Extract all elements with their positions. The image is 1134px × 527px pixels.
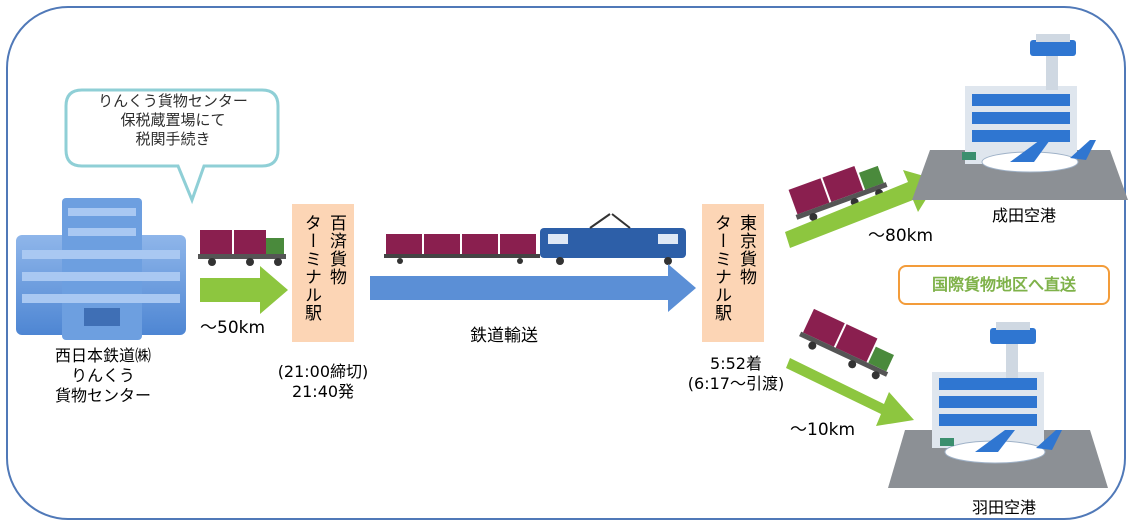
truck-to-haneda-icon	[799, 308, 894, 380]
origin-line-2: りんくう	[71, 366, 135, 385]
haneda-label: 羽田空港	[972, 498, 1037, 517]
haneda-airport-icon	[888, 322, 1108, 488]
freight-train-icon	[384, 213, 686, 265]
warehouse-building-icon	[16, 198, 186, 340]
station-hyakusai-times: (21:00締切) 21:40発	[258, 362, 388, 402]
road-arrow-haneda	[786, 358, 914, 426]
customs-bubble-text: りんくう貨物センター 保税蔵置場にて 税関手続き	[64, 92, 282, 149]
bubble-line-3: 税関手続き	[135, 130, 211, 148]
origin-line-3: 貨物センター	[54, 386, 151, 405]
container-truck-icon	[198, 230, 286, 266]
departure-time: 21:40発	[291, 382, 355, 401]
narita-label: 成田空港	[992, 206, 1057, 225]
narita-airport-icon	[912, 34, 1128, 200]
distance-haneda: 〜10km	[790, 420, 856, 440]
distance-narita: 〜80km	[868, 226, 934, 246]
bubble-line-1: りんくう貨物センター	[98, 92, 248, 110]
rail-arrow	[370, 264, 696, 312]
station-tokyo: 東京貨物 ターミナル駅	[702, 204, 764, 342]
rail-transport-label: 鉄道輸送	[470, 326, 538, 346]
speech-bubble	[64, 88, 280, 205]
station-hyakusai: 百済貨物 ターミナル駅	[292, 204, 354, 342]
arrival-time: 5:52着	[710, 354, 762, 373]
station-tokyo-name-2: ターミナル駅	[711, 214, 731, 322]
cutoff-time: (21:00締切)	[277, 362, 369, 381]
truck-to-narita-icon	[788, 165, 888, 222]
handover-time: (6:17〜引渡)	[687, 374, 785, 393]
bubble-line-2: 保税蔵置場にて	[120, 111, 226, 129]
origin-line-1: 西日本鉄道㈱	[54, 346, 151, 365]
road-arrow-narita	[785, 170, 938, 248]
diagram-frame	[6, 6, 1126, 520]
station-tokyo-times: 5:52着 (6:17〜引渡)	[672, 354, 800, 394]
station-hyakusai-name-2: ターミナル駅	[301, 214, 321, 322]
direct-delivery-badge: 国際貨物地区へ直送	[898, 265, 1110, 305]
station-tokyo-name-1: 東京貨物	[736, 214, 756, 286]
road-arrow-origin	[200, 266, 288, 314]
origin-label: 西日本鉄道㈱ りんくう 貨物センター	[28, 346, 178, 406]
distance-origin: 〜50km	[200, 318, 266, 338]
station-hyakusai-name-1: 百済貨物	[326, 214, 346, 286]
